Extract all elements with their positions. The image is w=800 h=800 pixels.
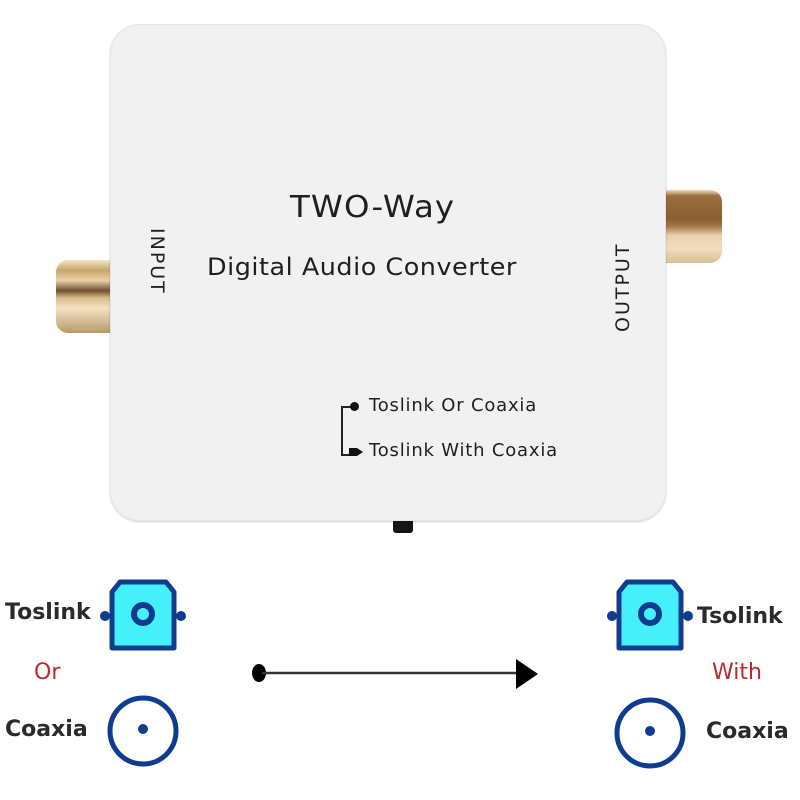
left-conjunction: Or xyxy=(34,660,61,685)
device-title: TWO-Way xyxy=(290,190,456,225)
mode-option-with: Toslink With Coaxia xyxy=(369,440,558,461)
right-conjunction: With xyxy=(712,660,762,685)
converter-device xyxy=(110,24,666,521)
left-toslink-label: Toslink xyxy=(5,600,91,625)
input-connector xyxy=(56,260,112,333)
right-coaxia-label: Coaxia xyxy=(706,719,789,744)
right-toslink-label: Tsolink xyxy=(697,604,783,629)
arrow-right-icon xyxy=(252,659,538,689)
switch-bracket xyxy=(341,406,351,456)
output-label: OUTPUT xyxy=(612,242,634,332)
coaxial-port-icon xyxy=(614,697,686,769)
toslink-port-icon xyxy=(607,579,693,651)
input-label: INPUT xyxy=(146,228,168,295)
coaxial-port-icon xyxy=(107,695,179,767)
mode-option-or: Toslink Or Coaxia xyxy=(369,395,538,416)
option-arrowhead-icon xyxy=(357,448,363,456)
mode-switch xyxy=(393,521,413,533)
device-subtitle: Digital Audio Converter xyxy=(207,253,517,281)
option-arrow-icon xyxy=(349,448,357,456)
toslink-port-icon xyxy=(100,579,186,651)
left-coaxia-label: Coaxia xyxy=(5,717,88,742)
output-connector xyxy=(666,190,722,263)
option-dot-icon xyxy=(350,402,359,411)
